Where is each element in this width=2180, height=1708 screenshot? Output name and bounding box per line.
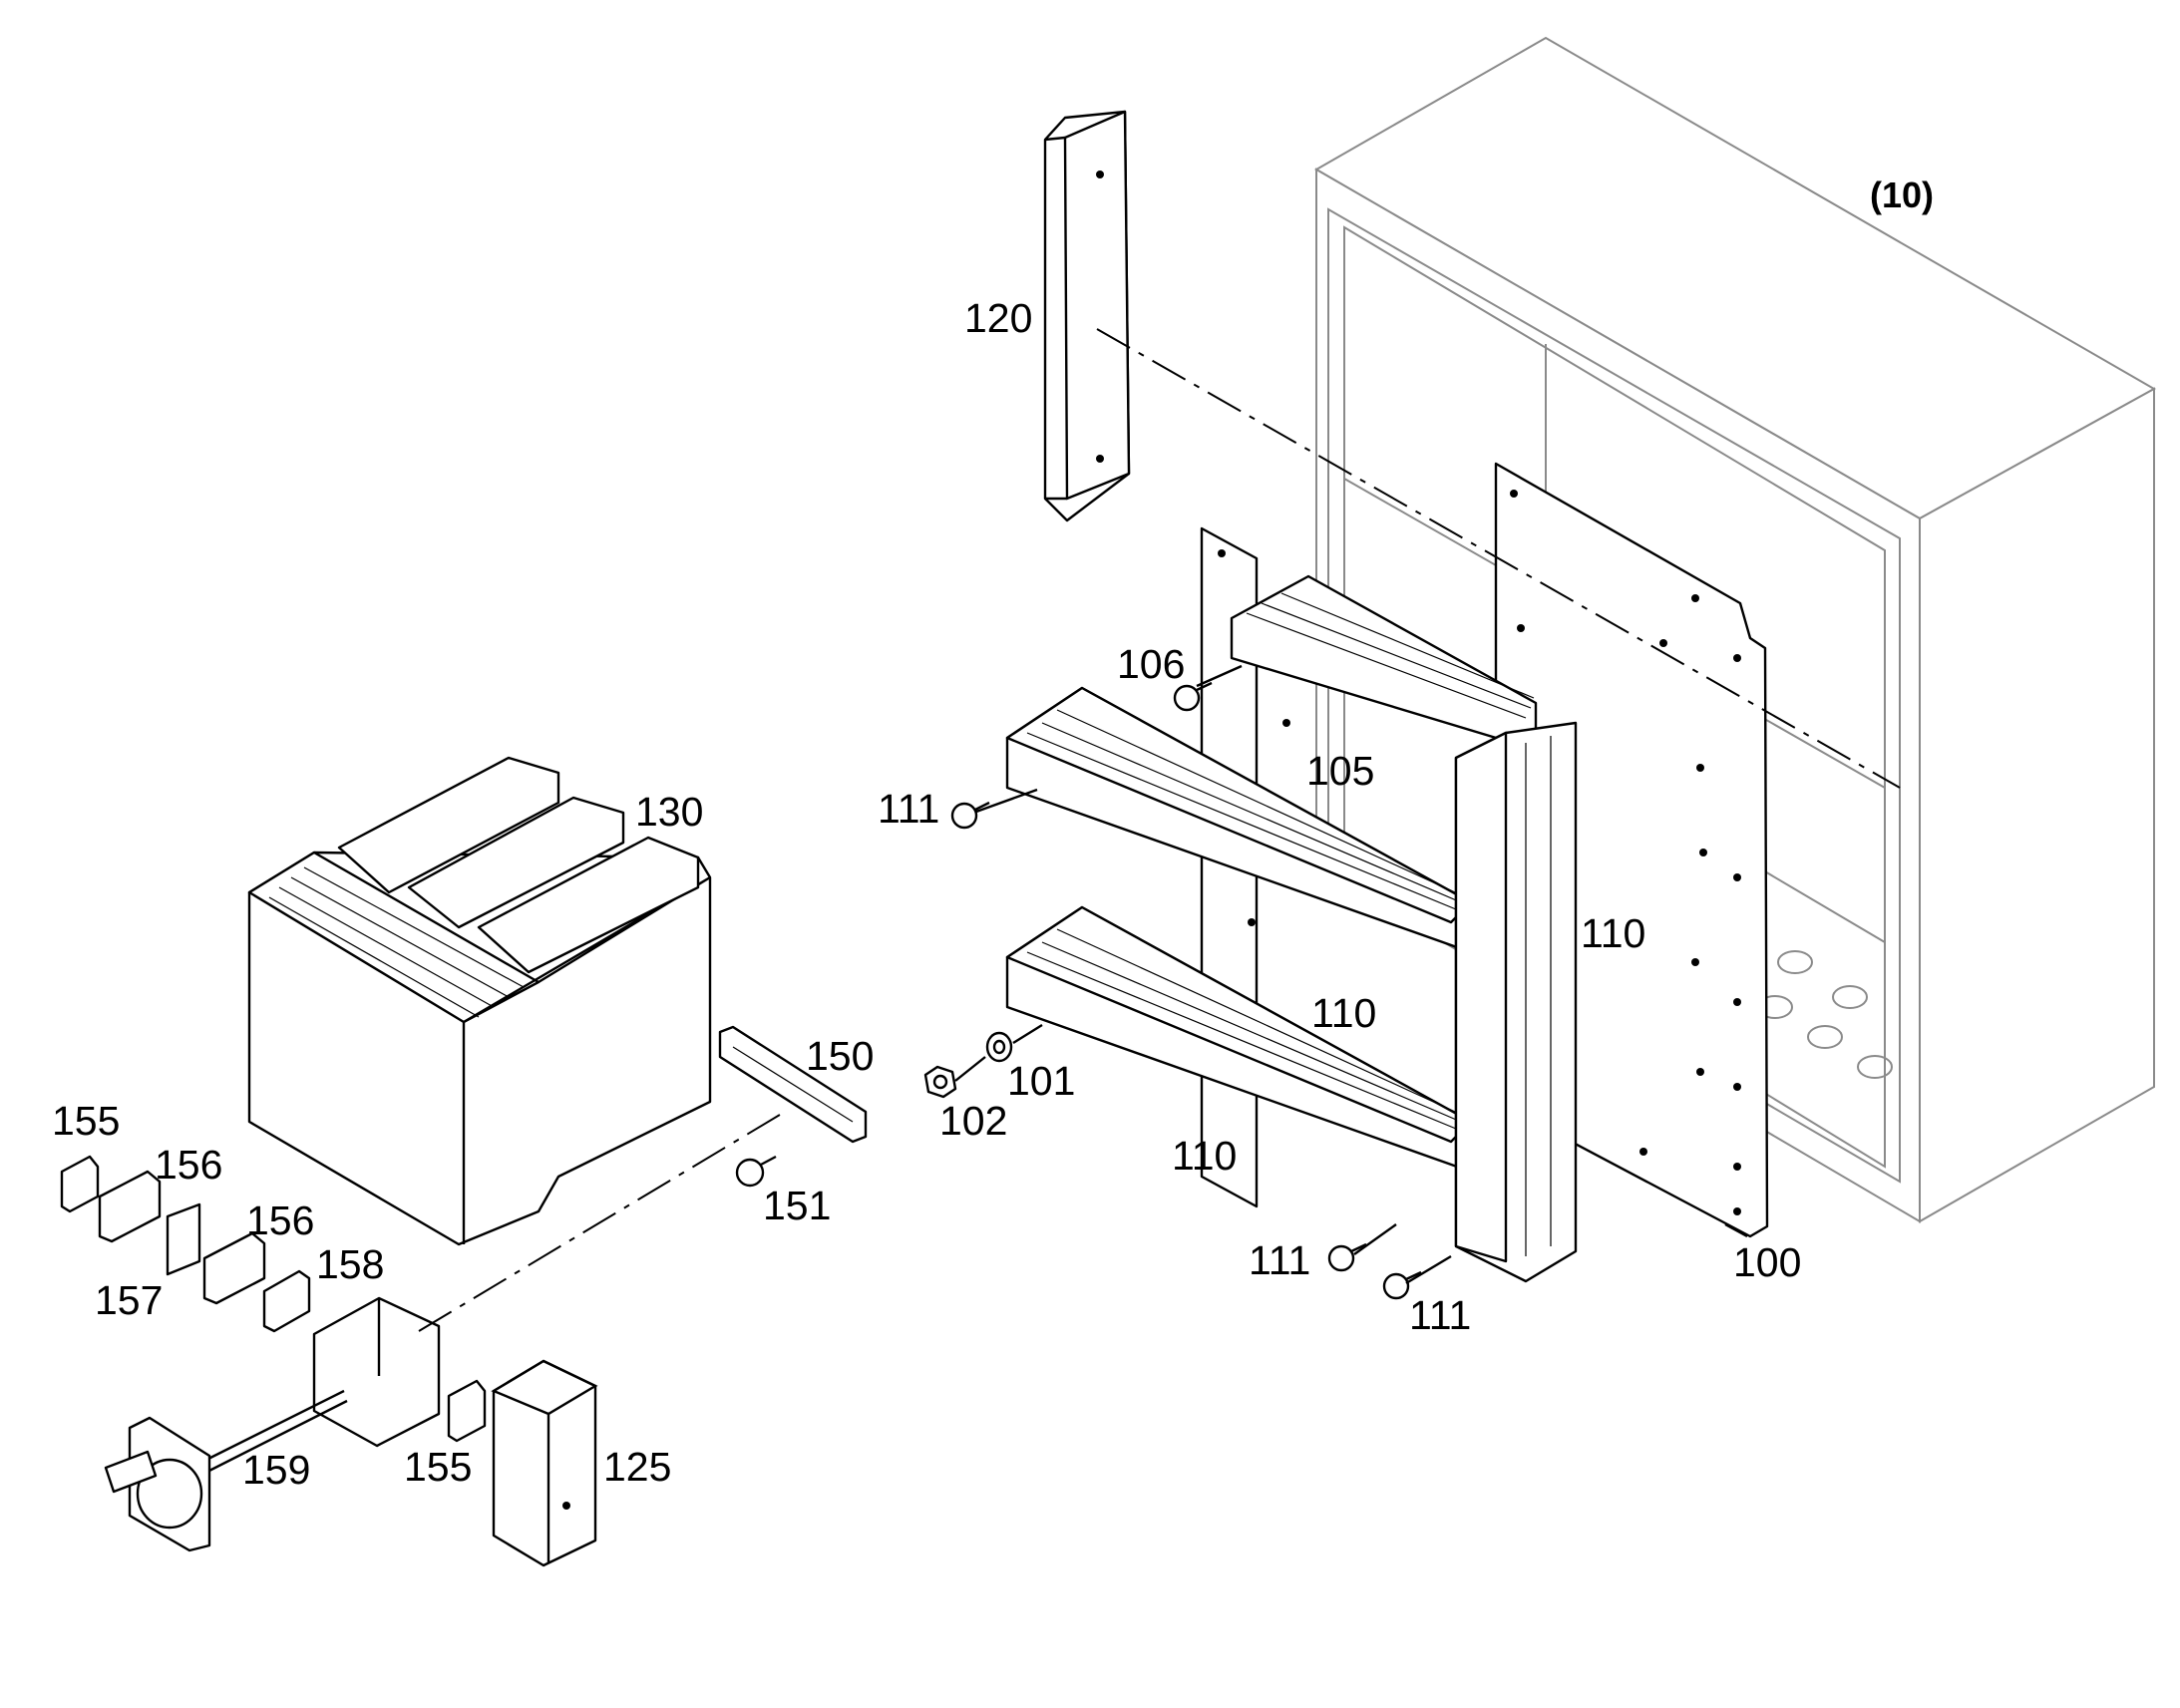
part-110-vertical-duct	[1454, 721, 1578, 1283]
part-156-contact-block-top	[98, 1170, 162, 1243]
part-157-spacer	[166, 1202, 201, 1276]
part-150-din-rail	[718, 1025, 868, 1144]
label-130: 130	[635, 789, 703, 835]
label-159: 159	[242, 1447, 310, 1493]
label-125: 125	[603, 1444, 671, 1490]
label-100: 100	[1733, 1239, 1801, 1285]
part-102-nut	[923, 1065, 957, 1099]
label-155-bottom: 155	[404, 1444, 472, 1490]
label-101: 101	[1007, 1058, 1075, 1104]
label-110-bottom: 110	[1172, 1133, 1237, 1179]
label-111-lower-right: 111	[1409, 1292, 1471, 1338]
label-156-top: 156	[155, 1142, 222, 1188]
label-enclosure-10: (10)	[1870, 174, 1934, 215]
part-101-washer	[985, 1031, 1013, 1063]
part-110-upper-duct	[1230, 574, 1538, 752]
label-111-lower-left: 111	[1249, 1237, 1310, 1283]
label-156-bottom: 156	[246, 1197, 314, 1243]
label-157: 157	[95, 1277, 163, 1323]
part-110-lower-duct	[1005, 905, 1473, 1174]
part-120-bar	[1043, 110, 1131, 522]
label-151: 151	[763, 1183, 831, 1228]
part-106-screw	[1173, 681, 1213, 712]
part-155-contact-top	[60, 1155, 100, 1213]
part-125-cover	[491, 1359, 598, 1567]
label-110-middle: 110	[1311, 990, 1376, 1036]
label-102: 102	[939, 1098, 1007, 1144]
part-labels: (10) 120 106 105 111 130 110 110 150 101…	[52, 174, 1934, 1493]
label-105: 105	[1306, 748, 1374, 794]
label-106: 106	[1117, 641, 1185, 687]
label-155-top: 155	[52, 1098, 120, 1144]
part-111-screw-lower-right	[1382, 1270, 1422, 1300]
part-151-screw	[735, 1155, 777, 1188]
label-111-upper: 111	[878, 786, 939, 832]
part-110-middle-duct	[1005, 686, 1473, 954]
label-150: 150	[806, 1033, 874, 1079]
part-156-contact-block-bottom	[202, 1231, 266, 1305]
assembly-axes	[418, 328, 1901, 1332]
label-158: 158	[316, 1241, 384, 1287]
part-111-screw-upper	[950, 801, 990, 830]
part-159-switch-handle	[104, 1296, 441, 1552]
part-130-module	[247, 756, 712, 1246]
part-111-screw-lower-left	[1327, 1242, 1367, 1272]
part-158-auxiliary	[262, 1269, 311, 1333]
part-155-contact-bottom	[447, 1379, 487, 1443]
label-110-right: 110	[1581, 910, 1645, 956]
label-120: 120	[964, 295, 1032, 341]
leader-lines	[954, 664, 1748, 1285]
